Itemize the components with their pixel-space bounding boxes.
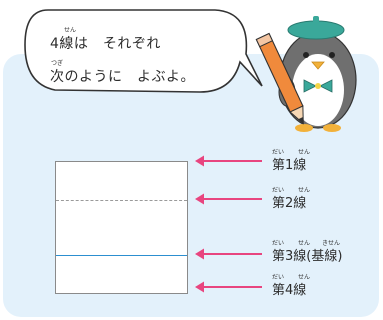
line-3-label: だい せん きせん 第3線(基線) (272, 240, 343, 264)
left-arrow-icon (195, 281, 262, 293)
bubble-text-line-1: せん 4線は それぞれ (50, 27, 161, 53)
line-4-label: だい せん 第4線 (272, 274, 310, 298)
line-1-text: 第1線 (272, 158, 307, 173)
left-arrow-icon (195, 155, 262, 167)
ruby-dai: だい (272, 149, 285, 156)
line-2-text: 第2線 (272, 196, 307, 211)
bubble-line-2-text: 次のように よぶよ。 (50, 69, 195, 85)
ruby-sen: せん (64, 27, 77, 34)
second-line-dashed (56, 200, 187, 201)
ruby-sen: せん (298, 274, 311, 281)
line-3-text: 第3線(基線) (272, 249, 343, 264)
ruby-kisen: きせん (322, 240, 341, 247)
ruby-sen: せん (298, 187, 311, 194)
four-line-box (55, 161, 188, 294)
third-line-baseline (56, 255, 187, 256)
ruby-tsugi: つぎ (51, 60, 64, 67)
bubble-line-1-text: 4線は それぞれ (50, 36, 161, 52)
ruby-dai: だい (272, 187, 285, 194)
line-1-label: だい せん 第1線 (272, 149, 310, 173)
line-2-label: だい せん 第2線 (272, 187, 310, 211)
left-arrow-icon (195, 193, 262, 205)
ruby-dai: だい (272, 240, 285, 247)
bubble-text-line-2: つぎ 次のように よぶよ。 (50, 60, 195, 86)
left-arrow-icon (195, 248, 262, 260)
ruby-dai: だい (272, 274, 285, 281)
ruby-sen: せん (298, 240, 311, 247)
ruby-sen: せん (298, 149, 311, 156)
line-4-text: 第4線 (272, 283, 307, 298)
